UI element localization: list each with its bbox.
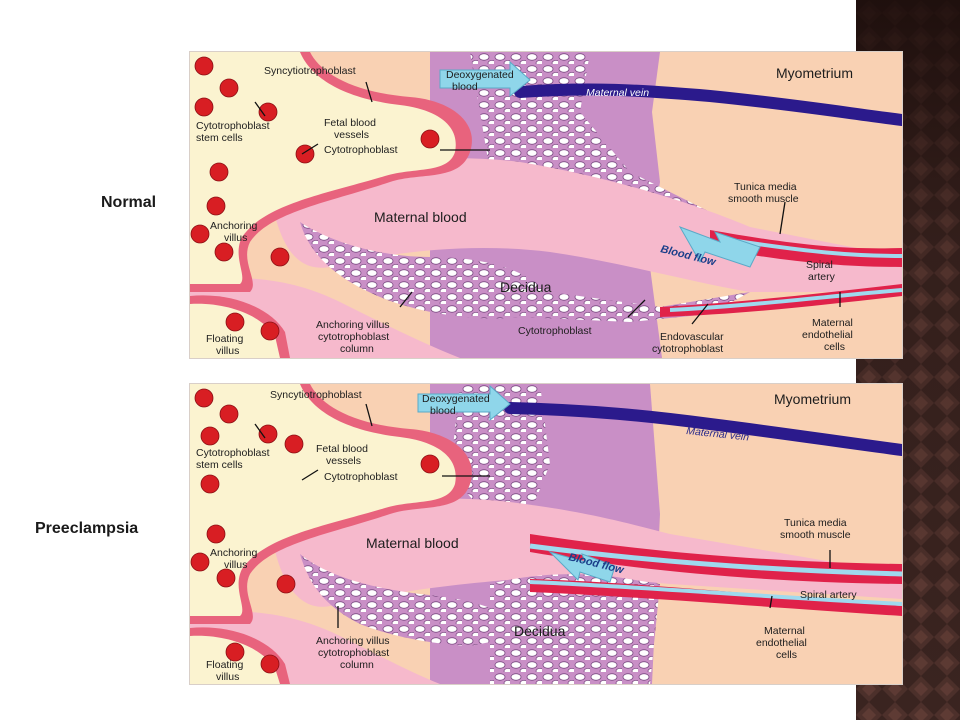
endothelial-label-2: endothelial: [802, 329, 853, 341]
cytotrophoblast-stem-label: Cytotrophoblast: [196, 447, 270, 459]
myometrium-label: Myometrium: [776, 65, 853, 81]
anchoring-column-label: Anchoring villus: [316, 319, 390, 331]
fetal-vessels-label: Fetal blood: [316, 443, 368, 455]
deoxygenated-label-2: blood: [452, 81, 478, 93]
maternal-vein-label: Maternal vein: [586, 87, 649, 99]
cytotrophoblast-stem-label-2: stem cells: [196, 132, 243, 144]
maternal-vein: [514, 83, 902, 126]
fetal-vessels-label: Fetal blood: [324, 117, 376, 129]
normal-placenta-diagram: Syncytiotrophoblast Deoxygenated blood M…: [190, 52, 902, 358]
fetal-red-blood-cells: [190, 388, 440, 674]
anchoring-villus-label-2: villus: [224, 559, 247, 571]
endothelial-label: Maternal: [812, 317, 853, 329]
pointer-arrows: [254, 81, 841, 325]
anchoring-column-label-3: column: [340, 659, 374, 671]
floating-villus-label-2: villus: [216, 671, 239, 683]
anchoring-villus-label-2: villus: [224, 232, 247, 244]
floating-villus-label: Floating: [206, 333, 244, 345]
myometrium-label: Myometrium: [774, 391, 851, 407]
endovascular-label-2: cytotrophoblast: [652, 343, 723, 355]
spiral-artery-label-2: artery: [808, 271, 836, 283]
decidua-label: Decidua: [500, 279, 552, 295]
blood-flow-arrow: [678, 226, 761, 268]
deoxygenated-label: Deoxygenated: [422, 393, 490, 405]
tunica-media-label-2: smooth muscle: [728, 193, 799, 205]
spiral-artery-label: Spiral: [806, 259, 833, 271]
fetal-vessels-label-2: vessels: [326, 455, 361, 467]
maternal-blood-label: Maternal blood: [374, 209, 467, 225]
cytotrophoblast-label: Cytotrophoblast: [324, 144, 398, 156]
pointer-arrows: [254, 403, 831, 628]
fetal-vessels-label-2: vessels: [334, 129, 369, 141]
floating-villus-label-2: villus: [216, 345, 239, 357]
tunica-media-label-2: smooth muscle: [780, 529, 851, 541]
floating-villus-label: Floating: [206, 659, 244, 671]
deoxygenated-blood-arrow: [417, 384, 511, 422]
anchoring-villus-label: Anchoring: [210, 547, 257, 559]
preeclampsia-row-label: Preeclampsia: [35, 520, 139, 537]
cytotrophoblast-cell-mass: [450, 384, 550, 519]
endothelial-label-2: endothelial: [756, 637, 807, 649]
anchoring-column-label: Anchoring villus: [316, 635, 390, 647]
anchoring-column-label-3: column: [340, 343, 374, 355]
endovascular-label: Endovascular: [660, 331, 724, 343]
fetal-red-blood-cells: [190, 56, 440, 341]
spiral-artery-lining: [729, 238, 902, 258]
preeclampsia-placenta-diagram: Syncytiotrophoblast Deoxygenated blood M…: [190, 384, 902, 684]
anchoring-villus-column: [300, 222, 750, 322]
maternal-blood-label: Maternal blood: [366, 535, 459, 551]
tunica-media-label: Tunica media: [734, 181, 797, 193]
anchoring-column-label-2: cytotrophoblast: [318, 331, 389, 343]
cytotrophoblast-label: Cytotrophoblast: [324, 471, 398, 483]
blood-flow-arrow: [548, 550, 616, 583]
spiral-artery-label: Spiral artery: [800, 589, 857, 601]
deoxygenated-label-2: blood: [430, 405, 456, 417]
cytotrophoblast-lower-label: Cytotrophoblast: [518, 325, 592, 337]
deoxygenated-blood-arrow: [439, 60, 531, 98]
maternal-vein: [504, 402, 902, 456]
anchoring-villus-label: Anchoring: [210, 220, 257, 232]
cytotrophoblast-stem-label-2: stem cells: [196, 459, 243, 471]
endothelial-label: Maternal: [764, 625, 805, 637]
cytotrophoblast-stem-label: Cytotrophoblast: [196, 120, 270, 132]
spiral-artery-lining: [529, 543, 902, 577]
syncytiotrophoblast-label: Syncytiotrophoblast: [264, 65, 356, 77]
decidua-label: Decidua: [514, 623, 566, 639]
syncytiotrophoblast-label: Syncytiotrophoblast: [270, 389, 362, 401]
anchoring-villus-column: [300, 554, 530, 646]
tunica-media-label: Tunica media: [784, 517, 847, 529]
endothelial-label-3: cells: [824, 341, 845, 353]
anchoring-column-label-2: cytotrophoblast: [318, 647, 389, 659]
normal-row-label: Normal: [101, 194, 157, 211]
endothelial-label-3: cells: [776, 649, 797, 661]
deoxygenated-label: Deoxygenated: [446, 69, 514, 81]
